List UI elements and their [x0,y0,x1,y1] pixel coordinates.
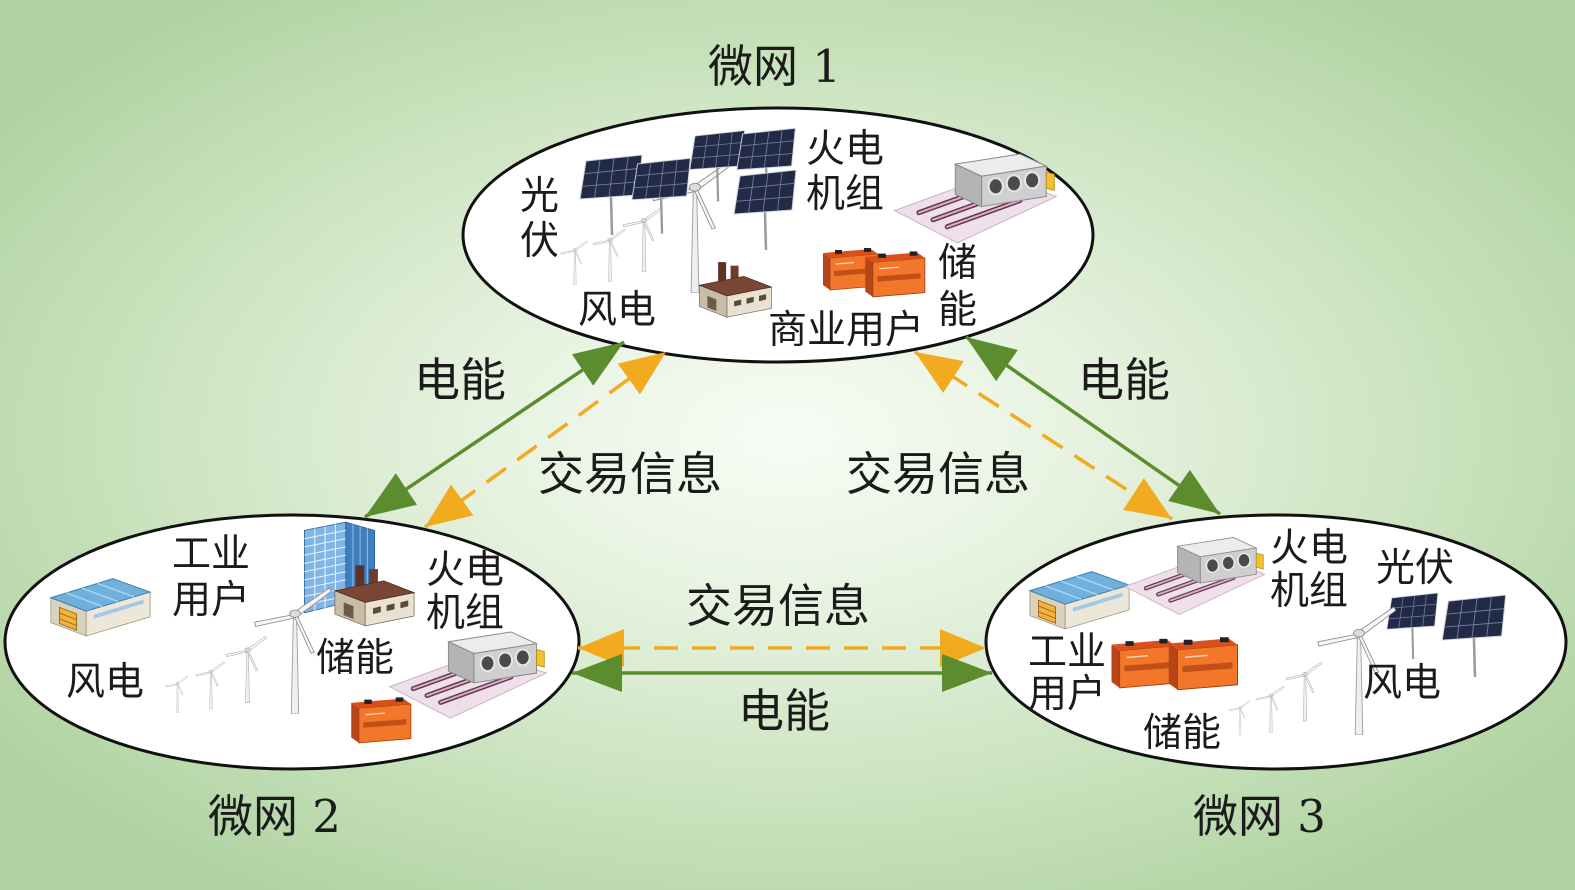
microgrid-1-wind-label: 风电 [578,288,656,333]
microgrid-2-wind-label: 风电 [66,660,144,705]
trade-info-label: 交易信息 [538,447,722,501]
label-line: 火电 [426,548,504,593]
microgrid-3-thermal-label: 火电 机组 [1270,526,1360,614]
microgrid-2-title: 微网 2 [208,790,341,843]
microgrid-1-title: 微网 1 [708,40,841,93]
label-line: 用户 [172,578,250,623]
microgrid-3-boundary [984,513,1568,771]
label-line: 工业 [1028,630,1106,675]
microgrid-1: 光 伏 风电 火电 机组 储 能 商业用户 微网 1 [461,40,1095,364]
microgrid-3-title: 微网 3 [1193,790,1326,843]
link-mg1-mg3: 电能 交易信息 [846,335,1222,521]
energy-flow-label: 电能 [738,684,830,738]
microgrid-1-storage-label: 储 能 [938,241,989,333]
microgrid-1-user-label: 商业用户 [768,308,924,353]
trade-info-label: 交易信息 [846,447,1030,501]
label-line: 风电 [578,288,656,333]
label-line: 机组 [426,591,504,636]
label-line: 机组 [806,172,884,217]
battery-icon [350,696,412,744]
battery-icon [1110,638,1177,689]
label-line: 风电 [66,660,144,705]
label-line: 火电 [806,127,884,172]
link-mg1-mg2: 电能 交易信息 [364,340,722,529]
microgrid-1-thermal-label: 火电 机组 [806,127,896,217]
microgrid-2-storage-label: 储能 [316,636,394,681]
microgrid-3-user-label: 工业 用户 [1028,630,1118,717]
label-line: 商业用户 [768,308,924,353]
energy-flow-label: 电能 [414,353,506,407]
microgrid-3: 火电 机组 光伏 工业 用户 储能 风电 微网 3 [984,513,1568,843]
microgrid-2-user-label: 工业 用户 [172,532,262,623]
label-line: 储能 [316,636,394,681]
microgrid-3-storage-label: 储能 [1143,711,1221,756]
trade-info-arrow [914,350,1173,521]
label-line: 工业 [172,532,250,577]
label-line: 储能 [1143,711,1221,756]
microgrid-2-thermal-label: 火电 机组 [426,548,516,636]
microgrid-3-pv-label: 光伏 [1376,546,1454,591]
battery-icon [1167,636,1239,691]
label-line: 光伏 [1376,546,1454,591]
label-line: 伏 [520,219,559,264]
label-line: 用户 [1028,672,1106,717]
microgrid-2: 工业 用户 风电 火电 机组 储能 微网 2 [3,513,581,843]
label-line: 能 [938,288,977,333]
link-mg2-mg3: 交易信息 电能 [572,579,992,738]
label-line: 光 [520,174,559,219]
label-line: 火电 [1270,526,1348,571]
battery-icon [864,250,926,298]
label-line: 风电 [1363,661,1441,706]
label-line: 机组 [1270,569,1348,614]
trade-info-label: 交易信息 [686,579,870,633]
trade-info-arrow [423,350,668,529]
microgrid-3-wind-label: 风电 [1363,661,1441,706]
energy-flow-label: 电能 [1078,353,1170,407]
microgrid-1-pv-label: 光 伏 [520,174,571,264]
label-line: 储 [938,241,977,286]
